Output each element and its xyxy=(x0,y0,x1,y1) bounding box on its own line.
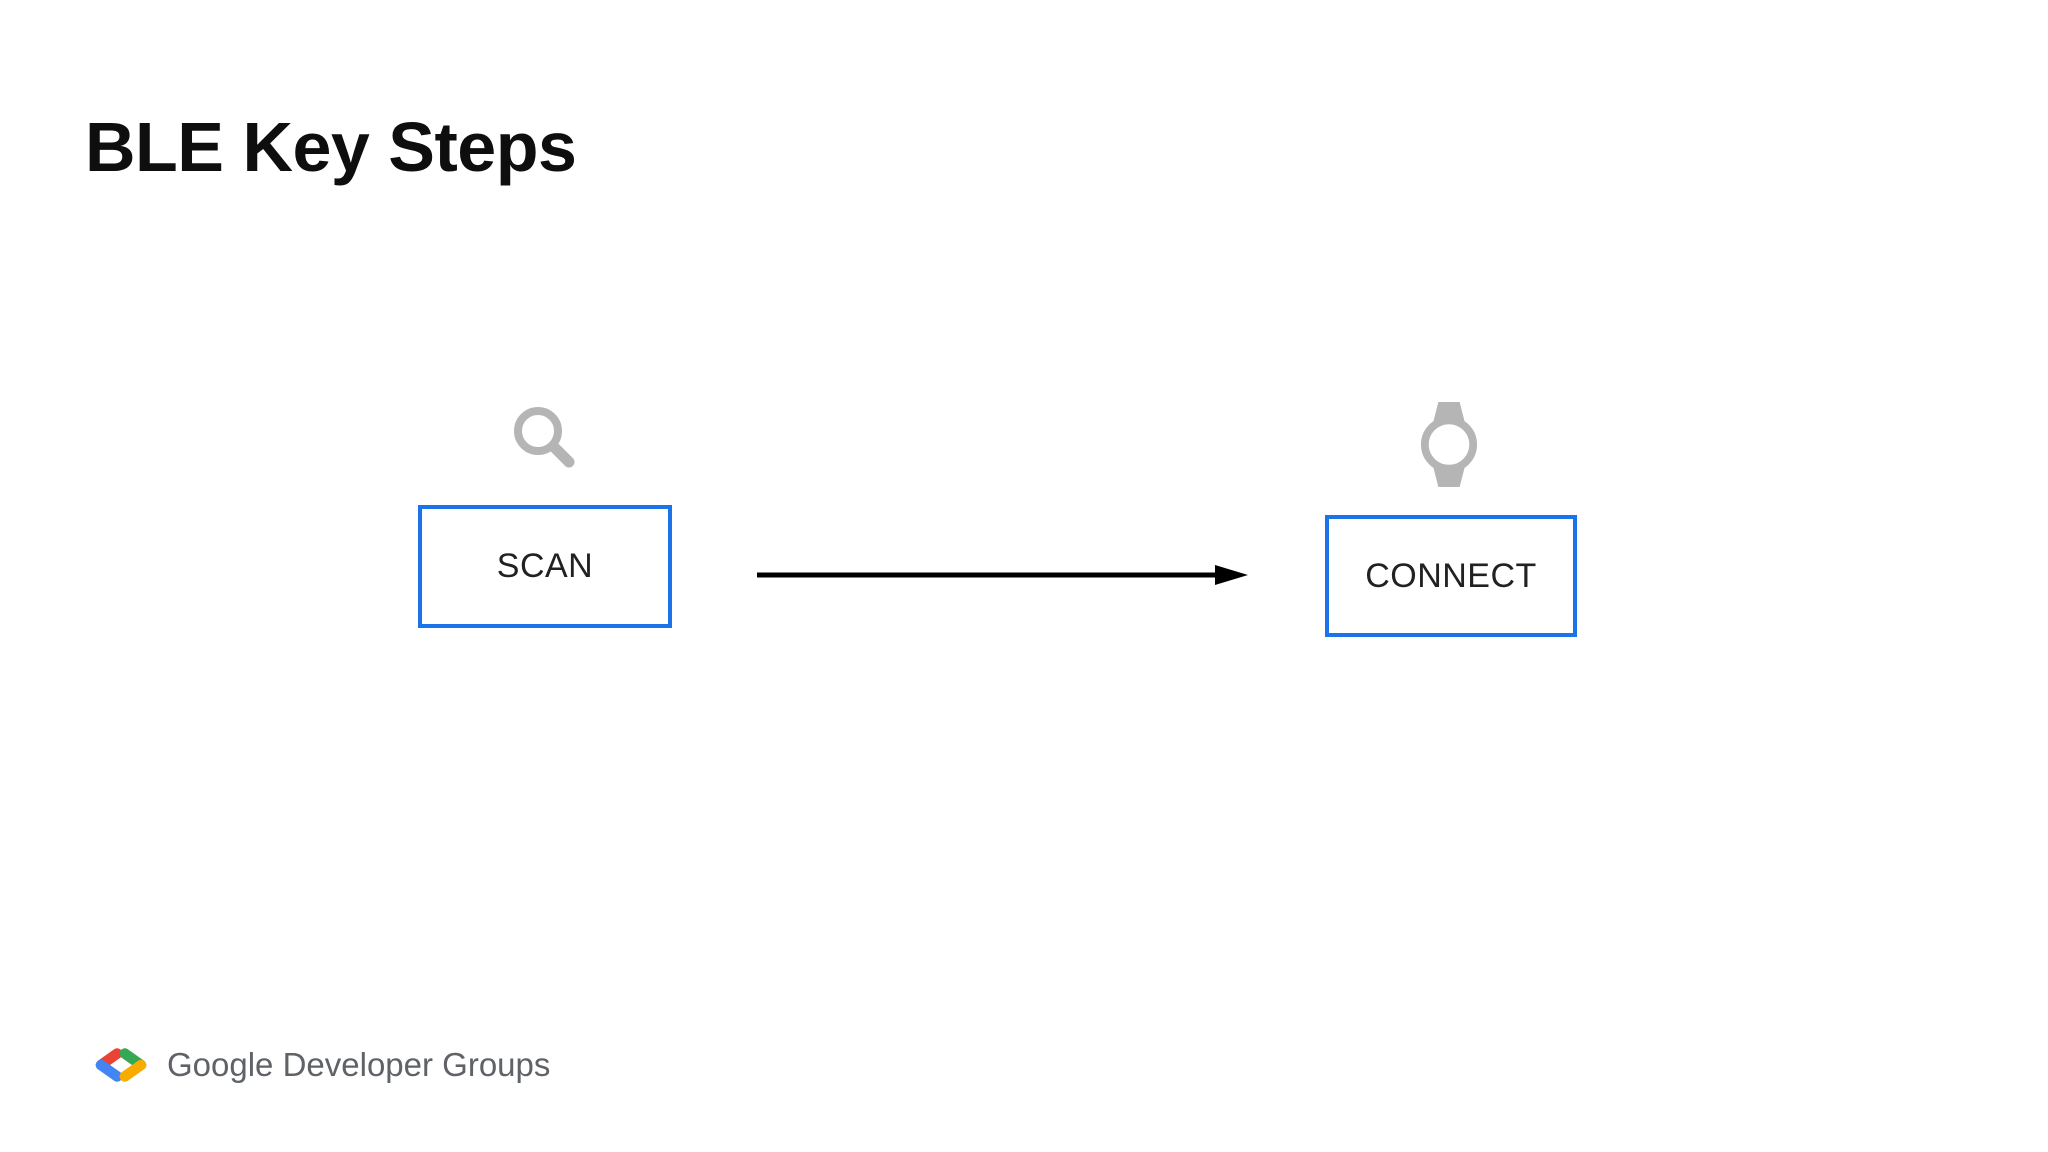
magnifier-icon xyxy=(511,404,577,470)
footer-brand: Google Developer Groups xyxy=(87,1044,550,1086)
slide-title: BLE Key Steps xyxy=(85,108,577,186)
node-connect-label: CONNECT xyxy=(1365,556,1537,595)
smartwatch-icon xyxy=(1420,401,1478,488)
node-connect: CONNECT xyxy=(1325,515,1577,637)
node-scan: SCAN xyxy=(418,505,672,628)
node-scan-label: SCAN xyxy=(496,547,594,585)
gdg-logo-icon xyxy=(95,1048,147,1082)
footer-brand-text: Google Developer Groups xyxy=(167,1046,551,1083)
flow-arrow-icon xyxy=(757,565,1248,585)
